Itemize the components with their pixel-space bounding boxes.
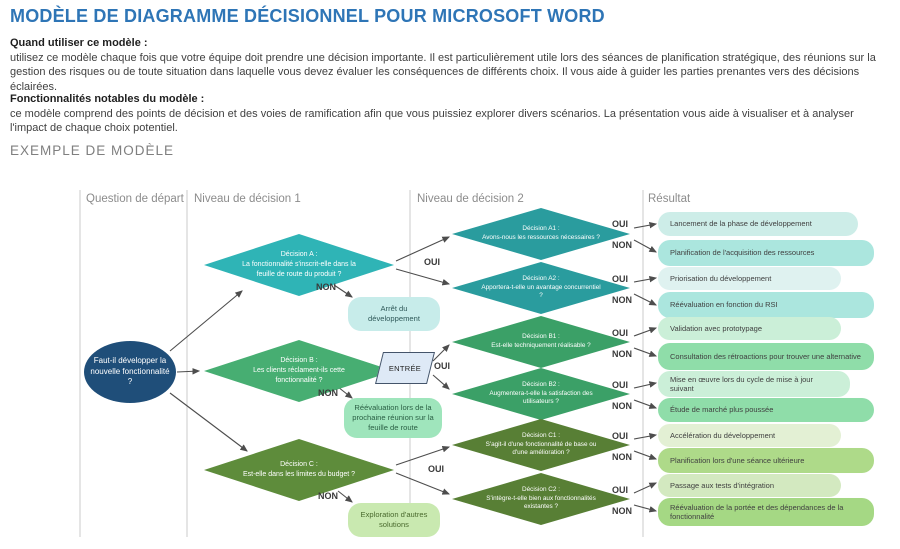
decision-question: Les clients réclament-ils cette fonction… — [253, 367, 345, 384]
result-label: Réévaluation en fonction du RSI — [670, 300, 778, 310]
branch-label-non: NON — [612, 295, 632, 305]
decision-question: Est-elle dans les limites du budget ? — [242, 471, 356, 478]
decision-name: Décision C : — [280, 461, 318, 469]
result-pill: Consultation des rétroactions pour trouv… — [658, 343, 874, 370]
outcome-box-exploration: Exploration d'autres solutions — [348, 503, 440, 537]
branch-label-non: NON — [318, 491, 338, 501]
result-label: Planification de l'acquisition des resso… — [670, 248, 815, 258]
decision-name: Décision B2 : — [522, 380, 560, 388]
result-pill: Validation avec prototypage — [658, 317, 841, 340]
result-label: Validation avec prototypage — [670, 323, 763, 333]
branch-label-oui: OUI — [612, 431, 629, 441]
branch-label-oui: OUI — [612, 485, 629, 495]
section-body: utilisez ce modèle chaque fois que votre… — [10, 51, 876, 93]
branch-label-oui: OUI — [612, 219, 629, 229]
result-label: Passage aux tests d'intégration — [670, 480, 774, 490]
branch-label-non: NON — [612, 401, 632, 411]
flow-connectors — [79, 190, 658, 537]
branch-label-non: NON — [316, 282, 336, 292]
outcome-box-reevaluation: Réévaluation lors de la prochaine réunio… — [344, 398, 442, 438]
decision-question: Avons-nous les ressources nécessaires ? — [482, 234, 600, 241]
example-heading: EXEMPLE DE MODÈLE — [10, 143, 175, 158]
decision-name: Décision B : — [280, 357, 318, 365]
decision-name: Décision C2 : — [521, 485, 560, 493]
decision-name: Décision A2 : — [522, 274, 560, 282]
decision-question: S'agit-il d'une fonctionnalité de base o… — [485, 440, 597, 457]
entry-label: ENTRÉE — [388, 363, 422, 373]
column-header-resultat: Résultat — [648, 193, 691, 205]
column-header-niveau-2: Niveau de décision 2 — [417, 193, 524, 205]
outcome-box-arret: Arrêt du développement — [348, 297, 440, 331]
result-pill: Accélération du développement — [658, 424, 841, 447]
section-heading: Quand utiliser ce modèle : — [10, 37, 148, 49]
branch-label-oui: OUI — [612, 274, 629, 284]
section-heading: Fonctionnalités notables du modèle : — [10, 93, 205, 105]
branch-label-non: NON — [612, 349, 632, 359]
decision-question: La fonctionnalité s'inscrit-elle dans la… — [242, 261, 356, 278]
branch-label-non: NON — [612, 506, 632, 516]
result-label: Mise en œuvre lors du cycle de mise à jo… — [670, 374, 813, 393]
branch-label-oui: OUI — [612, 328, 629, 338]
result-label: Étude de marché plus poussée — [670, 405, 774, 415]
start-label: Faut-il développer la nouvelle fonctionn… — [90, 356, 170, 387]
decision-name: Décision B1 : — [522, 333, 560, 341]
section-when-to-use: Quand utiliser ce modèle : utilisez ce m… — [10, 36, 892, 94]
branch-label-oui: OUI — [424, 257, 441, 267]
result-pill: Passage aux tests d'intégration — [658, 474, 841, 497]
decision-question: Est-elle techniquement réalisable ? — [491, 342, 591, 349]
branch-label-non: NON — [612, 240, 632, 250]
result-label: Accélération du développement — [670, 430, 776, 440]
decision-name: Décision C1 : — [521, 431, 560, 439]
entry-parallelogram: ENTRÉE — [375, 352, 435, 384]
result-pill: Réévaluation de la portée et des dépenda… — [658, 498, 874, 526]
column-header-question-depart: Question de départ — [86, 193, 184, 205]
result-pill: Étude de marché plus poussée — [658, 398, 874, 422]
section-body: ce modèle comprend des points de décisio… — [10, 107, 854, 135]
result-pill: Planification de l'acquisition des resso… — [658, 240, 874, 266]
result-pill: Lancement de la phase de développement — [658, 212, 858, 236]
result-label: Consultation des rétroactions pour trouv… — [670, 351, 861, 361]
branch-label-non: NON — [318, 388, 338, 398]
branch-label-oui: OUI — [428, 464, 445, 474]
outcome-label: Exploration d'autres solutions — [360, 510, 428, 529]
branch-label-non: NON — [612, 452, 632, 462]
branch-label-oui: OUI — [434, 361, 451, 371]
page-title: MODÈLE DE DIAGRAMME DÉCISIONNEL POUR MIC… — [10, 6, 605, 26]
branch-label-oui: OUI — [612, 380, 629, 390]
outcome-label: Réévaluation lors de la prochaine réunio… — [352, 403, 434, 432]
outcome-label: Arrêt du développement — [368, 304, 420, 323]
result-pill: Priorisation du développement — [658, 267, 841, 290]
result-pill: Planification lors d'une séance ultérieu… — [658, 448, 874, 473]
decision-name: Décision A : — [280, 251, 318, 259]
column-header-niveau-1: Niveau de décision 1 — [194, 193, 301, 205]
decision-question: Augmentera-t-elle la satisfaction des ut… — [489, 389, 593, 406]
result-label: Planification lors d'une séance ultérieu… — [670, 455, 805, 465]
decision-question: S'intègre-t-elle bien aux fonctionnalité… — [486, 494, 596, 511]
result-pill: Réévaluation en fonction du RSI — [658, 292, 874, 318]
result-label: Réévaluation de la portée et des dépenda… — [670, 502, 844, 521]
result-pill: Mise en œuvre lors du cycle de mise à jo… — [658, 371, 850, 397]
decision-name: Décision A1 : — [522, 225, 560, 233]
result-label: Lancement de la phase de développement — [670, 219, 812, 229]
decision-question: Apportera-t-elle un avantage concurrenti… — [481, 283, 601, 300]
result-label: Priorisation du développement — [670, 273, 772, 283]
start-ellipse: Faut-il développer la nouvelle fonctionn… — [84, 341, 176, 403]
decision-diagram: Question de départ Niveau de décision 1 … — [0, 185, 900, 549]
section-features: Fonctionnalités notables du modèle : ce … — [10, 92, 892, 136]
